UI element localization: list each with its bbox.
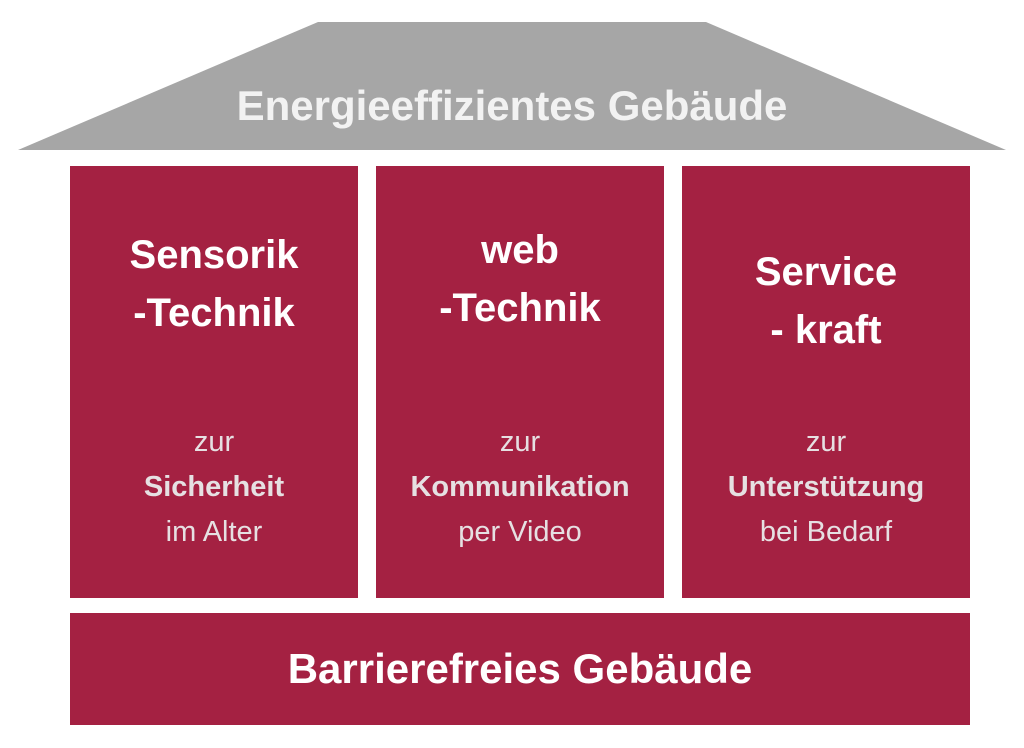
pillar-title-line: Sensorik [129, 233, 299, 277]
pillar-sub-line: zur [805, 426, 847, 458]
pillar-title-line: -Technik [133, 291, 295, 335]
pillar-title-line: -Technik [439, 286, 601, 330]
pillar-title-line: web [481, 228, 559, 272]
pillar-sub-emphasis: Sicherheit [143, 471, 285, 503]
pillar-web-technology: web -Technik zur Kommunikation per Video [376, 166, 664, 598]
roof-title: Energieeffizientes Gebäude [236, 82, 788, 129]
pillar-sub-line: zur [499, 426, 541, 458]
roof-polygon [18, 22, 1006, 150]
pillar-sub-line: im Alter [165, 516, 263, 548]
pillar-subtitle: zur Sicherheit im Alter [70, 420, 358, 555]
pillar-subtitle: zur Unterstützung bei Bedarf [682, 420, 970, 555]
pillar-sensor-technology: Sensorik -Technik zur Sicherheit im Alte… [70, 166, 358, 598]
pillar-sub-line: per Video [458, 516, 582, 548]
pillar-title-line: Service [754, 250, 898, 294]
foundation: Barrierefreies Gebäude [70, 613, 970, 725]
pillar-title: Sensorik -Technik [70, 226, 358, 342]
pillar-sub-emphasis: Kommunikation [410, 471, 630, 503]
pillar-sub-line: zur [193, 426, 235, 458]
roof-shape [18, 22, 1006, 150]
pillar-title: web -Technik [376, 221, 664, 337]
pillar-title-line: - kraft [770, 308, 882, 352]
pillar-service: Service - kraft zur Unterstützung bei Be… [682, 166, 970, 598]
pillar-sub-emphasis: Unterstützung [727, 471, 925, 503]
pillar-sub-line: bei Bedarf [759, 516, 893, 548]
pillar-subtitle: zur Kommunikation per Video [376, 420, 664, 555]
pillar-title: Service - kraft [682, 243, 970, 359]
